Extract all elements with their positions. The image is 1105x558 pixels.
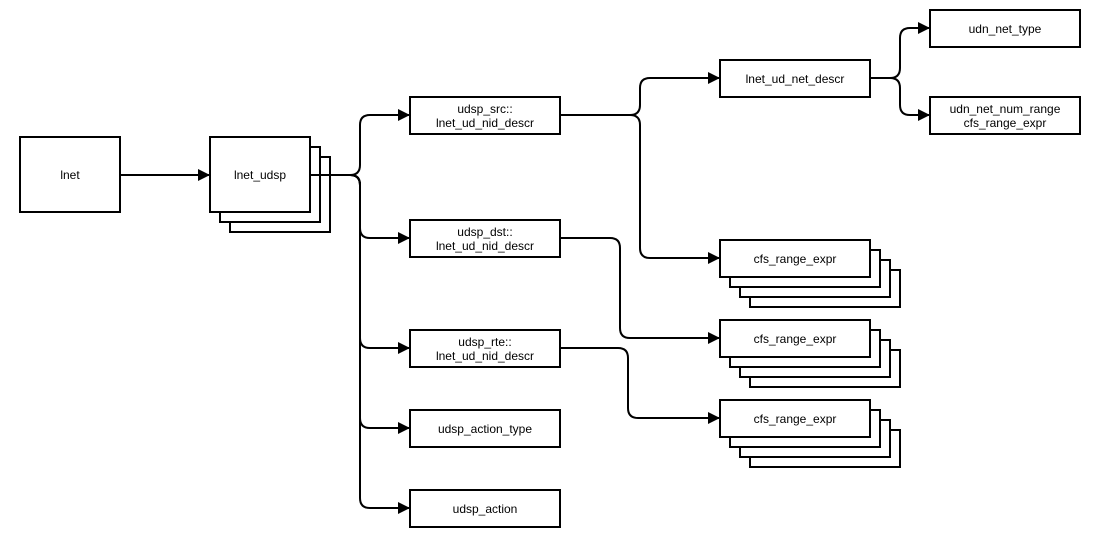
edge-lnet_udsp-to-udsp_src [310, 109, 410, 176]
node-udsp_dst-box[interactable] [409, 219, 561, 258]
node-lnet_ud_net_descr-box[interactable] [719, 59, 871, 98]
node-udsp_action_type-label: udsp_action_type [437, 421, 533, 436]
node-udn_net_num_range-label: udn_net_num_range cfs_range_expr [949, 101, 1061, 130]
node-cfs_range_expr_1-stack[interactable] [719, 239, 901, 308]
node-cfs_range_expr_2-stack[interactable] [719, 319, 901, 388]
node-lnet_ud_net_descr-label: lnet_ud_net_descr [745, 71, 845, 86]
node-udn_net_type-label: udn_net_type [968, 21, 1042, 36]
node-cfs_range_expr_3-stack[interactable] [719, 399, 901, 468]
node-lnet_udsp-stack[interactable] [209, 136, 331, 233]
edge-lnet_ud_net_descr-to-udn_net_type [870, 22, 930, 79]
node-udsp_src-box[interactable] [409, 96, 561, 135]
node-cfs_range_expr_1-label: cfs_range_expr [753, 251, 837, 266]
node-udsp_rte-box[interactable] [409, 329, 561, 368]
edge-lnet_udsp-to-udsp_action [310, 174, 410, 514]
node-udsp_action_type-box[interactable] [409, 409, 561, 448]
edge-udsp_src-to-lnet_ud_net_descr [560, 72, 720, 116]
node-cfs_range_expr_3-label: cfs_range_expr [753, 411, 837, 426]
edge-udsp_dst-to-cfs_range_expr_2 [560, 237, 720, 344]
node-udsp_action-box[interactable] [409, 489, 561, 528]
node-lnet_udsp-label: lnet_udsp [233, 167, 287, 182]
edge-udsp_src-to-cfs_range_expr_1 [560, 114, 720, 264]
node-udsp_src-label: udsp_src:: lnet_ud_nid_descr [435, 101, 535, 130]
node-udn_net_num_range-box[interactable] [929, 96, 1081, 135]
node-udsp_rte-label: udsp_rte:: lnet_ud_nid_descr [435, 334, 535, 363]
edge-udsp_rte-to-cfs_range_expr_3 [560, 347, 720, 424]
node-cfs_range_expr_2-label: cfs_range_expr [753, 331, 837, 346]
node-udsp_dst-label: udsp_dst:: lnet_ud_nid_descr [435, 224, 535, 253]
node-udsp_action-label: udsp_action [452, 501, 518, 516]
node-lnet-label: lnet [60, 167, 80, 182]
edge-lnet_ud_net_descr-to-udn_net_num_range [870, 77, 930, 121]
node-udn_net_type-box[interactable] [929, 9, 1081, 48]
node-lnet-box[interactable] [19, 136, 121, 213]
